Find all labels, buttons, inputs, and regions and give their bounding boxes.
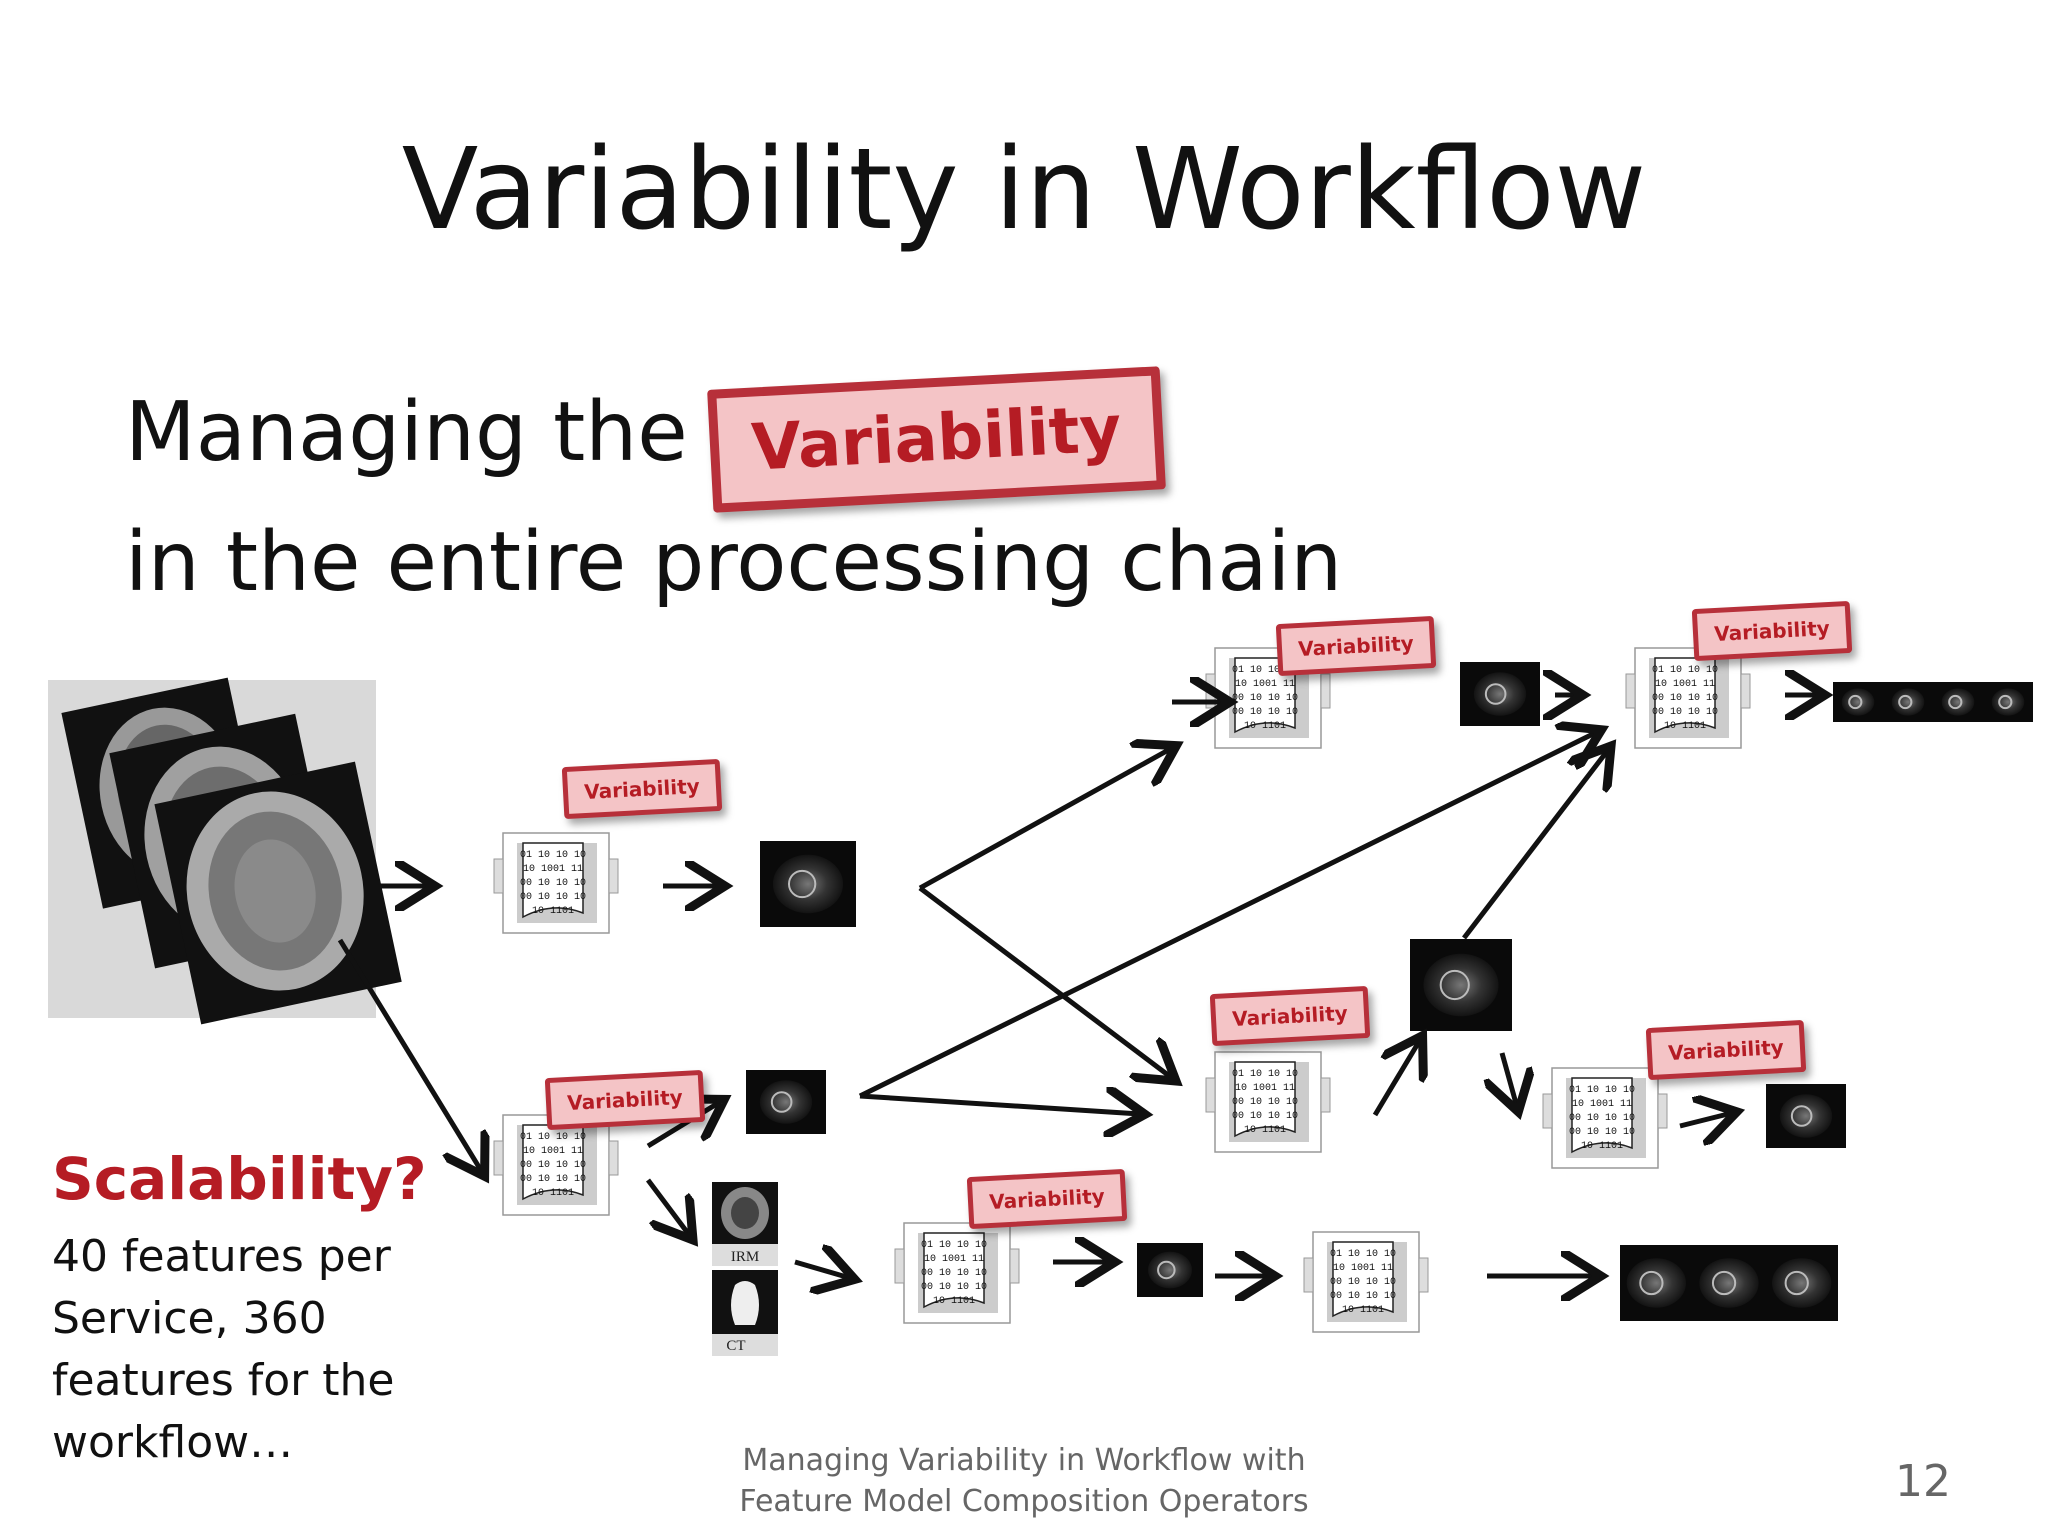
cardiac-scan-image <box>1410 939 1512 1031</box>
slide-title: Variability in Workflow <box>401 125 1647 255</box>
service-document-icon: 01 10 10 10 10 1001 11 00 10 10 10 00 10 10… <box>1625 647 1751 749</box>
document-binary-line: 01 10 10 10 <box>1569 1085 1635 1096</box>
variability-badge-6: Variability <box>544 1069 706 1131</box>
document-binary-line: 00 10 10 10 <box>520 892 586 903</box>
document-binary-line: 10 1101 <box>1342 1305 1384 1316</box>
document-binary-line: 00 10 10 10 <box>520 1174 586 1185</box>
service-document-icon: 01 10 10 10 10 1001 11 00 10 10 10 00 10 10… <box>894 1222 1020 1324</box>
document-binary-line: 10 1101 <box>1244 721 1286 732</box>
document-binary-line: 00 10 10 10 <box>520 1160 586 1171</box>
document-binary-line: 10 1001 11 <box>523 864 583 875</box>
document-binary-line: 10 1101 <box>1581 1141 1623 1152</box>
document-binary-line: 10 1001 11 <box>523 1146 583 1157</box>
document-binary-line: 10 1101 <box>532 906 574 917</box>
variability-badge-7: Variability <box>966 1168 1128 1230</box>
cardiac-scan-image <box>760 841 856 927</box>
cardiac-scan-image <box>1460 662 1540 726</box>
service-document-icon: 01 10 10 10 10 1001 11 00 10 10 10 00 10 10… <box>493 1114 619 1216</box>
document-binary-line: 01 10 10 10 <box>1232 1069 1298 1080</box>
service-document-icon: 01 10 10 10 10 1001 11 00 10 10 10 00 10 10… <box>1303 1231 1429 1333</box>
subtitle-line-1: Managing the <box>125 385 688 480</box>
variability-badge-1: Variability <box>561 758 723 820</box>
document-binary-line: 00 10 10 10 <box>1330 1277 1396 1288</box>
scalability-heading: Scalability? <box>52 1145 427 1213</box>
document-binary-line: 01 10 10 10 <box>1330 1249 1396 1260</box>
irm-image <box>712 1182 778 1266</box>
scalability-description: 40 features per Service, 360 features fo… <box>52 1231 395 1468</box>
ct-image <box>712 1270 778 1356</box>
document-binary-line: 10 1001 11 <box>1572 1099 1632 1110</box>
document-binary-line: 00 10 10 10 <box>1652 693 1718 704</box>
document-binary-line: 10 1001 11 <box>1333 1263 1393 1274</box>
document-binary-line: 01 10 10 10 <box>520 850 586 861</box>
cardiac-scan-image <box>1620 1245 1838 1321</box>
variability-badge-4: Variability <box>1209 985 1371 1047</box>
variability-badge-2: Variability <box>1275 615 1437 677</box>
document-binary-line: 00 10 10 10 <box>1569 1113 1635 1124</box>
document-binary-line: 10 1001 11 <box>1235 679 1295 690</box>
document-binary-line: 10 1101 <box>1244 1125 1286 1136</box>
document-binary-line: 10 1101 <box>532 1188 574 1199</box>
footer-line-2: Feature Model Composition Operators <box>739 1484 1309 1519</box>
variability-badge-3: Variability <box>1691 600 1853 662</box>
workflow-arrows <box>337 695 1820 1278</box>
document-binary-line: 01 10 10 10 <box>921 1240 987 1251</box>
irm-label: IRM <box>731 1249 759 1265</box>
cardiac-scan-image <box>746 1070 826 1134</box>
document-binary-line: 00 10 10 10 <box>1232 1111 1298 1122</box>
cardiac-scan-image <box>1766 1084 1846 1148</box>
subtitle-line-2: in the entire processing chain <box>125 515 1343 610</box>
document-binary-line: 00 10 10 10 <box>921 1268 987 1279</box>
page-number: 12 <box>1895 1456 1951 1507</box>
service-document-icon: 01 10 10 10 10 1001 11 00 10 10 10 00 10 10… <box>493 832 619 934</box>
document-binary-line: 10 1001 11 <box>924 1254 984 1265</box>
document-binary-line: 10 1101 <box>933 1296 975 1307</box>
document-binary-line: 01 10 10 10 <box>1232 665 1298 676</box>
slide-footer: Managing Variability in Workflow with Fe… <box>0 1440 2048 1522</box>
document-binary-line: 10 1001 11 <box>1655 679 1715 690</box>
document-binary-line: 00 10 10 10 <box>1232 1097 1298 1108</box>
document-binary-line: 00 10 10 10 <box>921 1282 987 1293</box>
cardiac-scan-image <box>1137 1243 1203 1297</box>
document-binary-line: 10 1001 11 <box>1235 1083 1295 1094</box>
document-binary-line: 00 10 10 10 <box>1232 693 1298 704</box>
document-binary-line: 00 10 10 10 <box>1652 707 1718 718</box>
variability-badge-5: Variability <box>1645 1019 1807 1081</box>
document-binary-line: 00 10 10 10 <box>520 878 586 889</box>
document-binary-line: 00 10 10 10 <box>1569 1127 1635 1138</box>
document-binary-line: 00 10 10 10 <box>1232 707 1298 718</box>
cardiac-scan-image <box>1833 682 2033 722</box>
ct-label: CT <box>726 1338 745 1354</box>
service-document-icon: 01 10 10 10 10 1001 11 00 10 10 10 00 10 10… <box>1205 1051 1331 1153</box>
document-binary-line: 01 10 10 10 <box>520 1132 586 1143</box>
document-binary-line: 10 1101 <box>1664 721 1706 732</box>
footer-line-1: Managing Variability in Workflow with <box>742 1443 1306 1478</box>
brain-mri-stack-image <box>48 677 402 1025</box>
service-document-icon: 01 10 10 10 10 1001 11 00 10 10 10 00 10 10… <box>1542 1067 1668 1169</box>
document-binary-line: 00 10 10 10 <box>1330 1291 1396 1302</box>
document-binary-line: 01 10 10 10 <box>1652 665 1718 676</box>
